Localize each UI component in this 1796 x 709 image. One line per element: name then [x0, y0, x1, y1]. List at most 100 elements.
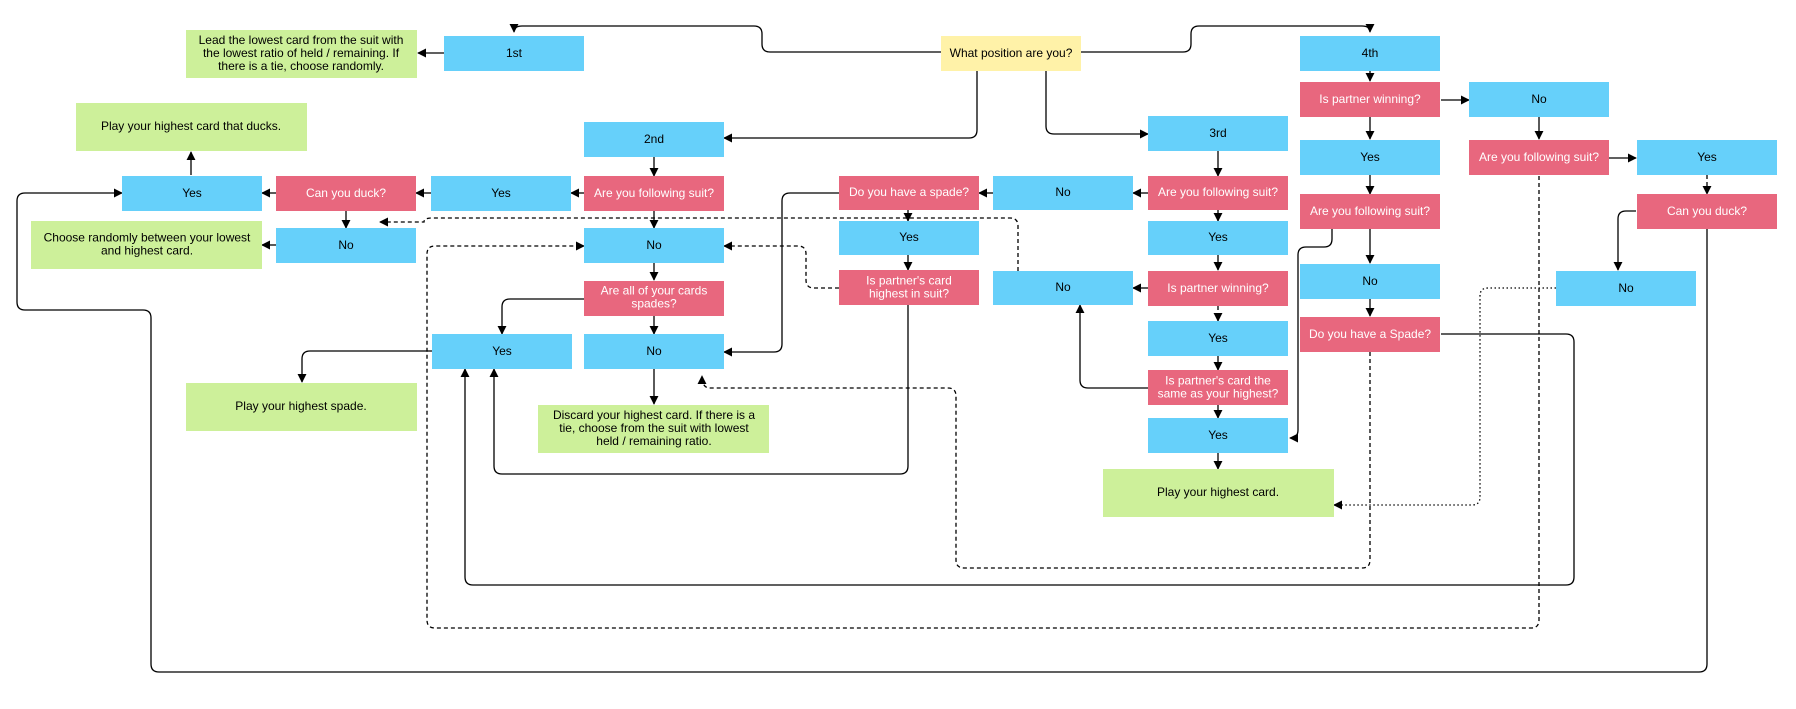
- answer-no-following-2nd-label: No: [646, 238, 662, 252]
- text-line: Is partner winning?: [1319, 92, 1421, 106]
- text-line: No: [1531, 92, 1547, 106]
- answer-yes-duck-left-label: Yes: [182, 186, 202, 200]
- question-partner-winning-3rd-label: Is partner winning?: [1167, 281, 1269, 295]
- answer-no-partner-4th-label: No: [1531, 92, 1547, 106]
- answer-no-following-3rd[interactable]: No: [993, 176, 1133, 210]
- question-can-duck-right-label: Can you duck?: [1667, 204, 1747, 218]
- answer-no-following-2nd[interactable]: No: [584, 228, 724, 263]
- text-line: Can you duck?: [1667, 204, 1747, 218]
- question-partner-winning-4th[interactable]: Is partner winning?: [1300, 82, 1440, 117]
- question-following-2nd-label: Are you following suit?: [594, 186, 714, 200]
- answer-yes-duck-left[interactable]: Yes: [122, 176, 262, 211]
- answer-yes-following-3rd[interactable]: Yes: [1148, 221, 1288, 255]
- answer-yes-spade-3rd[interactable]: Yes: [839, 221, 979, 255]
- text-line: 3rd: [1209, 126, 1226, 140]
- question-following-3rd[interactable]: Are you following suit?: [1148, 176, 1288, 210]
- edge-havespade4-yes-spade: [460, 333, 1575, 586]
- text-line: and highest card.: [101, 244, 193, 258]
- edge-start-1st: [509, 23, 941, 53]
- answer-no-following-4th-label: No: [1362, 274, 1378, 288]
- edge-canduck4-yes-loop: [16, 188, 1708, 673]
- answer-no-duck-right[interactable]: No: [1556, 271, 1696, 306]
- answer-yes-following-2nd-label: Yes: [491, 186, 511, 200]
- position-3rd[interactable]: 3rd: [1148, 116, 1288, 151]
- start-position-question[interactable]: What position are you?: [941, 36, 1081, 71]
- text-line: Yes: [491, 186, 511, 200]
- question-can-duck-right[interactable]: Can you duck?: [1637, 194, 1777, 229]
- position-1st[interactable]: 1st: [444, 36, 584, 71]
- edge-havespade-no-allspades: [723, 192, 839, 357]
- text-line: Lead the lowest card from the suit with: [199, 33, 404, 47]
- text-line: Play your highest card.: [1157, 485, 1279, 499]
- question-can-duck-left[interactable]: Can you duck?: [276, 176, 416, 211]
- action-play-highest-card[interactable]: Play your highest card.: [1103, 469, 1334, 517]
- edge-partnerhighest-no-dashed: [723, 241, 839, 289]
- action-play-highest-spade[interactable]: Play your highest spade.: [186, 383, 417, 431]
- answer-yes-following-2nd[interactable]: Yes: [431, 176, 571, 211]
- action-play-highest-ducks[interactable]: Play your highest card that ducks.: [76, 103, 307, 151]
- text-line: Can you duck?: [306, 186, 386, 200]
- edge-canduck4-no: [1613, 210, 1636, 271]
- edge-following4-yes-same: [1289, 229, 1333, 443]
- answer-yes-same-highest-label: Yes: [1208, 428, 1228, 442]
- answer-yes-following-4th[interactable]: Yes: [1637, 140, 1777, 175]
- text-line: Yes: [1208, 428, 1228, 442]
- action-discard-highest[interactable]: Discard your highest card. If there is a…: [538, 405, 769, 453]
- edge-samehighest-no: [1075, 304, 1148, 389]
- answer-yes-all-spades[interactable]: Yes: [432, 334, 572, 369]
- question-have-spade-4th-label: Do you have a Spade?: [1309, 327, 1431, 341]
- answer-no-duck-left[interactable]: No: [276, 228, 416, 263]
- text-line: held / remaining ratio.: [596, 434, 711, 448]
- text-line: No: [646, 238, 662, 252]
- text-line: highest in suit?: [869, 287, 949, 301]
- edge-start-3rd: [1045, 71, 1149, 139]
- answer-yes-partner-3rd-label: Yes: [1208, 331, 1228, 345]
- answer-yes-partner-4th[interactable]: Yes: [1300, 140, 1440, 175]
- question-have-spade-3rd[interactable]: Do you have a spade?: [839, 176, 979, 210]
- question-partner-winning-3rd[interactable]: Is partner winning?: [1148, 271, 1288, 306]
- action-discard-highest-label: Discard your highest card. If there is a…: [553, 408, 755, 448]
- answer-no-partner-4th[interactable]: No: [1469, 82, 1609, 117]
- answer-no-duck-left-label: No: [338, 238, 354, 252]
- text-line: What position are you?: [950, 46, 1073, 60]
- answer-no-following-4th[interactable]: No: [1300, 264, 1440, 299]
- text-line: Yes: [182, 186, 202, 200]
- answer-yes-following-4th-label: Yes: [1697, 150, 1717, 164]
- answer-no-partner-3rd[interactable]: No: [993, 271, 1133, 305]
- position-2nd[interactable]: 2nd: [584, 122, 724, 157]
- edge-no4b-playhighest-dotted: [1333, 287, 1556, 510]
- text-line: Yes: [899, 230, 919, 244]
- answer-no-all-spades[interactable]: No: [584, 334, 724, 369]
- text-line: Are all of your cards: [601, 284, 708, 298]
- question-following-4th-no[interactable]: Are you following suit?: [1469, 140, 1609, 175]
- text-line: 1st: [506, 46, 523, 60]
- text-line: Is partner winning?: [1167, 281, 1269, 295]
- question-have-spade-4th[interactable]: Do you have a Spade?: [1300, 317, 1440, 352]
- answer-yes-partner-3rd[interactable]: Yes: [1148, 321, 1288, 356]
- text-line: No: [1618, 281, 1634, 295]
- text-line: Discard your highest card. If there is a: [553, 408, 755, 422]
- nodes: What position are you? 1st 2nd 3rd 4th L…: [31, 30, 1777, 517]
- text-line: Yes: [1360, 150, 1380, 164]
- start-position-question-label: What position are you?: [950, 46, 1073, 60]
- question-following-4th-no-label: Are you following suit?: [1479, 150, 1599, 164]
- edge-following4b-no-dashed: [426, 176, 1540, 629]
- question-following-4th-yes[interactable]: Are you following suit?: [1300, 194, 1440, 229]
- answer-no-following-3rd-label: No: [1055, 185, 1071, 199]
- text-line: Is partner's card the: [1165, 374, 1271, 388]
- question-following-2nd[interactable]: Are you following suit?: [584, 176, 724, 211]
- position-4th[interactable]: 4th: [1300, 36, 1440, 71]
- text-line: 2nd: [644, 132, 664, 146]
- question-can-duck-left-label: Can you duck?: [306, 186, 386, 200]
- edge-partnerhighest-yes: [489, 305, 909, 475]
- answer-yes-same-highest[interactable]: Yes: [1148, 418, 1288, 453]
- edge-havespade4-no-discard-dashed: [697, 352, 1371, 569]
- text-line: Play your highest spade.: [235, 399, 366, 413]
